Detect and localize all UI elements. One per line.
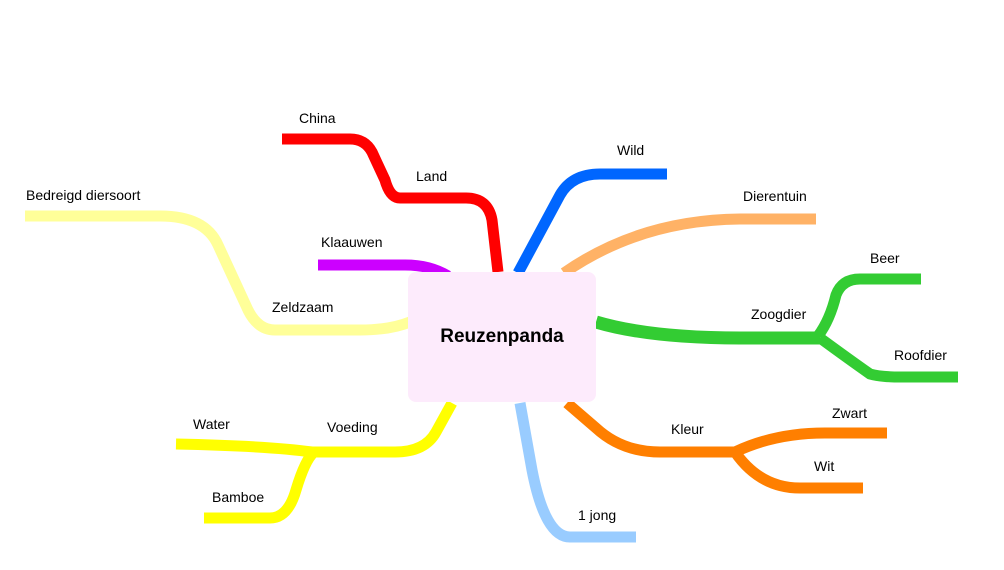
node-bamboe[interactable]: Bamboe	[212, 489, 265, 505]
node-beer[interactable]: Beer	[870, 250, 900, 266]
node-klaauwen[interactable]: Klaauwen	[321, 234, 383, 250]
node-dierentuin[interactable]: Dierentuin	[743, 188, 807, 204]
node-voeding[interactable]: Voeding	[327, 419, 378, 435]
branch-zoogdier	[594, 315, 820, 345]
branch-beer	[813, 273, 921, 340]
node-land[interactable]: Land	[416, 168, 448, 184]
central-node-label: Reuzenpanda	[440, 326, 564, 347]
branch-land	[282, 133, 504, 273]
node-1-jong[interactable]: 1 jong	[578, 507, 617, 523]
node-wild[interactable]: Wild	[617, 142, 645, 158]
node-water[interactable]: Water	[193, 416, 230, 432]
node-china[interactable]: China	[299, 110, 336, 126]
branch-bamboe	[204, 447, 318, 524]
node-zoogdier[interactable]: Zoogdier	[751, 306, 807, 322]
node-bedreigd-diersoort[interactable]: Bedreigd diersoort	[26, 187, 141, 203]
node-roofdier[interactable]: Roofdier	[894, 347, 947, 363]
branch-wild	[513, 168, 667, 276]
branch-zeldzaam	[25, 210, 413, 336]
central-node[interactable]: Reuzenpanda	[408, 272, 596, 402]
branch-dierentuin	[560, 213, 816, 278]
node-zwart[interactable]: Zwart	[832, 405, 867, 421]
node-wit[interactable]: Wit	[814, 458, 835, 474]
branch-roofdier	[816, 333, 958, 383]
branch-jong	[514, 402, 636, 543]
branch-wit	[730, 448, 863, 494]
node-kleur[interactable]: Kleur	[671, 421, 704, 437]
node-zeldzaam[interactable]: Zeldzaam	[272, 299, 334, 315]
